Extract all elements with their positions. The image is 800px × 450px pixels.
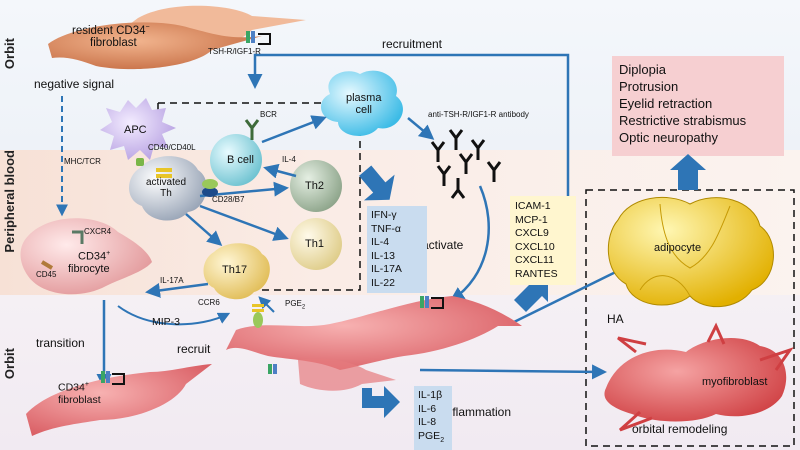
plasma-cell: [320, 70, 403, 136]
il4-label: IL-4: [282, 155, 296, 164]
resident-fibroblast-label: resident CD34− fibroblast: [72, 24, 150, 49]
cytokine-item: IL-4: [371, 236, 390, 248]
orbital-remodeling-label: orbital remodeling: [632, 422, 728, 436]
block-arrow-icon: [362, 386, 400, 418]
chemokine-item: ICAM-1: [515, 200, 551, 212]
immune-region-box: [158, 102, 361, 291]
resident-fibroblast: [48, 22, 262, 70]
chemokine-item: MCP-1: [515, 213, 548, 226]
cytokine-item: IL-17A: [371, 263, 402, 275]
myofibroblast-label: myofibroblast: [702, 376, 768, 388]
inflammation-label: inflammation: [443, 405, 512, 419]
b-cell: [210, 134, 262, 186]
recruitment-label: recruitment: [382, 37, 443, 51]
ha-label: HA: [607, 312, 624, 326]
th1-label: Th1: [305, 238, 324, 250]
ccr6-label: CCR6: [198, 298, 220, 307]
mediator-item: IL-1β: [418, 389, 443, 401]
chemokine-box: ICAM-1 MCP-1 CXCL9 CXCL10 CXCL11 RANTES: [510, 196, 576, 285]
clinical-outcomes-list: Diplopia Protrusion Eyelid retraction Re…: [619, 61, 746, 146]
block-arrow-icon: [514, 278, 548, 312]
activate-label: activate: [422, 238, 464, 252]
outcome-item: Protrusion: [619, 79, 679, 94]
antibody-icon: [430, 129, 502, 199]
activated-th-cell: [129, 156, 207, 221]
outcome-item: Diplopia: [619, 62, 666, 77]
cd45-label: CD45: [36, 270, 57, 279]
chemokine-item: CXCL11: [515, 254, 554, 266]
il17a-label: IL-17A: [160, 276, 184, 285]
cytokine-item: IFN-γ: [371, 209, 397, 221]
th-cytokine-box: IFN-γ TNF-α IL-4 IL-13 IL-17A IL-22: [367, 206, 427, 293]
inflammatory-mediator-box: IL-1β IL-6 IL-8 PGE2: [414, 386, 452, 450]
cd40-label: CD40/CD40L: [148, 143, 196, 152]
orbital-fibroblast: [226, 296, 522, 370]
cytokine-item: IL-13: [371, 249, 395, 262]
th17-label: Th17: [222, 264, 248, 276]
cytokine-item: TNF-α: [371, 222, 401, 235]
chemokine-item: RANTES: [515, 267, 558, 280]
bcr-label: BCR: [260, 110, 277, 119]
cd28-label: CD28/B7: [212, 195, 245, 204]
myofibroblast-cluster: [604, 322, 794, 432]
negative-signal-label: negative signal: [34, 77, 115, 91]
outcome-item: Optic neuropathy: [619, 130, 719, 145]
mip3-label: MIP-3: [152, 316, 181, 328]
fibrocyte-label: CD34+ fibrocyte: [68, 250, 111, 275]
fibrocyte-cell: [20, 218, 152, 295]
mediator-item: IL-6: [418, 402, 437, 415]
cd34-fibroblast: [26, 364, 212, 436]
adipocyte-cluster: [607, 197, 774, 308]
adipocyte-label: adipocyte: [654, 242, 702, 254]
b-cell-label: B cell: [227, 154, 254, 166]
outcomes-box: [612, 56, 784, 156]
remodeling-region-box: [585, 189, 795, 447]
recruit-label: recruit: [177, 342, 211, 356]
th17-cell: [203, 243, 270, 300]
mhc-tcr-label: MHC/TCR: [64, 157, 101, 166]
chemokine-item: CXCL10: [515, 240, 555, 253]
mediator-item: PGE2: [418, 429, 445, 444]
outcome-item: Restrictive strabismus: [619, 113, 747, 128]
cytokine-item: IL-22: [371, 276, 395, 289]
block-arrow-icon: [359, 165, 395, 201]
pge2-label-top: PGE2: [285, 299, 306, 311]
mediator-item: IL-8: [418, 416, 437, 428]
th2-cell: [290, 160, 342, 212]
tshr-label-top: TSH-R/IGF1-R: [208, 47, 261, 56]
cd34-fibroblast-label: CD34+ fibroblast: [58, 381, 101, 406]
apc-label: APC: [124, 124, 147, 136]
th2-label: Th2: [305, 180, 324, 192]
receptor-icon: [101, 31, 444, 385]
block-arrow-icon: [670, 154, 706, 190]
th1-cell: [290, 218, 342, 270]
cxcr4-label: CXCR4: [84, 227, 112, 236]
chemokine-item: CXCL9: [515, 227, 549, 239]
apc-cell: [100, 98, 176, 160]
antibody-label: anti-TSH-R/IGF1-R antibody: [428, 110, 529, 119]
outcome-item: Eyelid retraction: [619, 96, 713, 111]
transition-label: transition: [36, 336, 85, 350]
